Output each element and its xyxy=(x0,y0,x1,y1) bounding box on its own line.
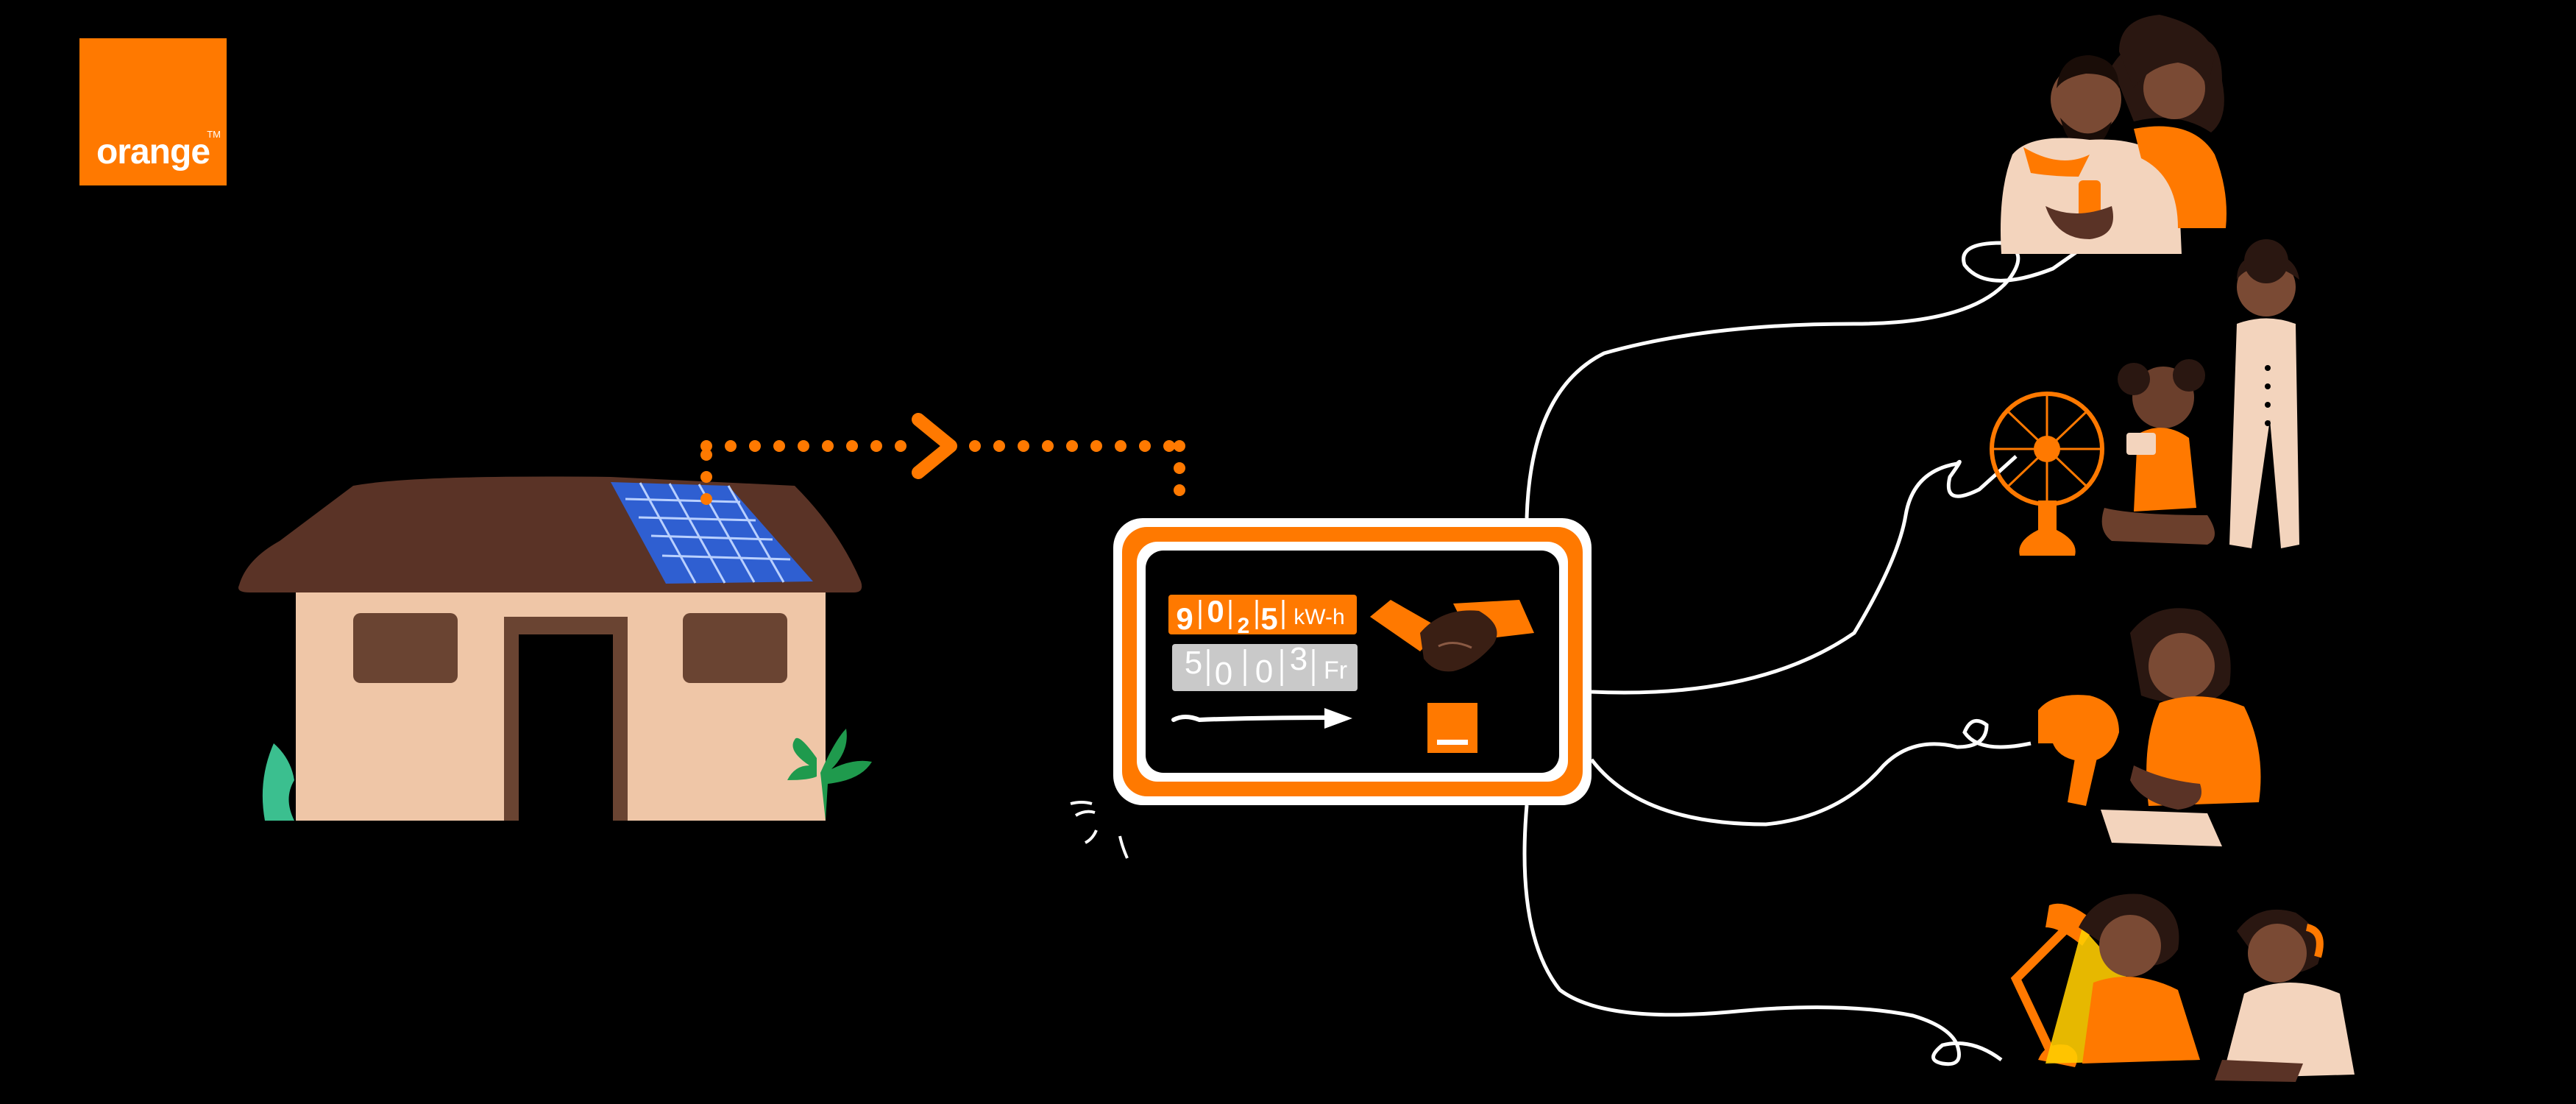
energy-dot xyxy=(1018,440,1029,452)
orange-square-icon xyxy=(1427,703,1477,753)
energy-dot xyxy=(969,440,981,452)
energy-dot xyxy=(870,440,882,452)
child-sitting xyxy=(2101,359,2215,545)
energy-dot xyxy=(798,440,809,452)
money-digit: 0 xyxy=(1255,654,1273,690)
orange-logo: TM orange xyxy=(79,38,227,185)
logo-trademark: TM xyxy=(207,129,221,140)
energy-dot xyxy=(846,440,858,452)
energy-dot xyxy=(1042,440,1054,452)
couple-with-phone xyxy=(2001,15,2226,254)
girls-studying xyxy=(2079,894,2355,1082)
energy-dot xyxy=(1115,440,1126,452)
energy-dot xyxy=(895,440,906,452)
logo-text: orange xyxy=(96,132,210,171)
fan-icon xyxy=(1990,392,2104,556)
energy-digit: 5 xyxy=(1260,601,1277,636)
energy-dot xyxy=(700,493,712,505)
plant-left xyxy=(262,743,294,821)
energy-dot xyxy=(1174,440,1185,452)
energy-dot xyxy=(1174,484,1185,496)
energy-flow-arrow xyxy=(700,413,1185,505)
energy-dot xyxy=(822,440,834,452)
energy-dot xyxy=(1139,440,1151,452)
money-digit: 0 xyxy=(1215,656,1232,692)
energy-unit: kW-h xyxy=(1294,605,1344,629)
energy-reading: 9 0 2 5 kW-h xyxy=(1168,594,1357,638)
energy-dot xyxy=(700,440,712,452)
money-unit: Fr xyxy=(1324,657,1347,684)
energy-dot xyxy=(749,440,761,452)
energy-dot xyxy=(1090,440,1102,452)
energy-digit: 0 xyxy=(1207,594,1224,629)
energy-dot xyxy=(773,440,785,452)
energy-digit: 2 xyxy=(1238,614,1250,638)
arrow-head-icon xyxy=(912,413,957,479)
solar-panel-icon xyxy=(611,482,813,584)
power-cables xyxy=(1522,241,2091,1066)
energy-dot xyxy=(725,440,737,452)
energy-dot xyxy=(700,449,712,461)
energy-dot xyxy=(993,440,1005,452)
woman-standing xyxy=(2229,239,2299,548)
plant-right xyxy=(787,729,872,821)
energy-dot xyxy=(1163,440,1175,452)
energy-dot xyxy=(1174,462,1185,474)
house-door xyxy=(519,634,613,821)
money-reading: 5 0 0 3 Fr xyxy=(1172,641,1358,692)
house-window-left xyxy=(353,613,458,683)
house-icon xyxy=(238,476,872,821)
energy-digit: 9 xyxy=(1176,601,1193,636)
money-digit: 5 xyxy=(1185,645,1202,681)
energy-dot xyxy=(1066,440,1078,452)
sparkle-doodle xyxy=(1070,801,1129,859)
hair-dryer-icon xyxy=(2038,695,2119,806)
woman-with-dryer xyxy=(2101,608,2261,846)
flow-arrow-icon xyxy=(1171,708,1352,729)
money-digit: 3 xyxy=(1290,641,1307,677)
energy-dot xyxy=(700,471,712,483)
handshake-icon xyxy=(1370,600,1534,672)
house-window-right xyxy=(683,613,787,683)
smart-meter-icon: 9 0 2 5 kW-h 5 0 0 3 xyxy=(1113,518,1592,805)
